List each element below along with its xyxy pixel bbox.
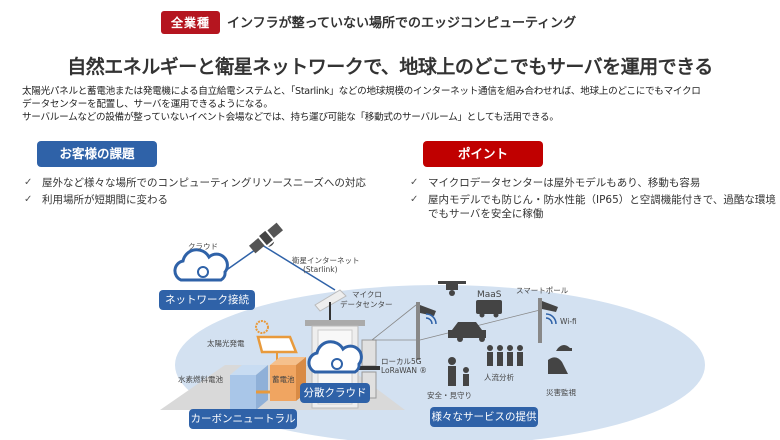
headline: 自然エネルギーと衛星ネットワークで、地球上のどこでもサーバを運用できる [67, 56, 713, 78]
description-line: サーバルームなどの設備が整っていないイベント会場などでは、持ち運び可能な「移動式… [22, 112, 559, 123]
disaster-icon [548, 345, 572, 374]
distributed-cloud-icon [307, 340, 363, 374]
industry-tag: 全業種 [161, 11, 221, 34]
challenges-list: ✓屋外など様々な場所でのコンピューティングリソースニーズへの対応 ✓利用場所が短… [22, 176, 392, 210]
drone-icon [438, 281, 466, 296]
smart-pole-icon [538, 298, 558, 343]
cloud-label: クラウド [188, 242, 218, 251]
car-icon [448, 322, 486, 342]
solar-label: 太陽光発電 [207, 339, 245, 348]
distributed-cloud-box: 分散クラウド [300, 383, 370, 403]
satellite-sublabel: (Starlink) [303, 265, 338, 274]
description-line: 太陽光パネルと蓄電池または発電機による自立給電システムと、「Starlink」な… [22, 86, 701, 97]
description: 太陽光パネルと蓄電池または発電機による自立給電システムと、「Starlink」な… [22, 85, 772, 124]
wifi-label: Wi-fi [560, 317, 577, 326]
point-item: ✓マイクロデータセンターは屋外モデルもあり、移動も容易 [410, 177, 701, 189]
check-icon: ✓ [24, 177, 33, 188]
safety-icon [448, 357, 469, 386]
challenges-label: お客様の課題 [37, 141, 157, 167]
people-flow-icon [487, 345, 523, 366]
check-icon: ✓ [24, 194, 33, 205]
challenge-item: ✓利用場所が短期間に変わる [24, 194, 168, 206]
network-connection-box: ネットワーク接続 [159, 290, 255, 310]
battery-icon [256, 357, 318, 401]
description-line: データセンターを配置し、サーバを運用できるようになる。 [22, 99, 273, 110]
challenge-item: ✓屋外など様々な場所でのコンピューティングリソースニーズへの対応 [24, 177, 366, 189]
services-box: 様々なサービスの提供 [430, 407, 538, 427]
solar-panel-icon [255, 320, 298, 362]
local5g-label: ローカル5G [381, 357, 422, 366]
fuel-cell-label: 水素燃料電池 [178, 375, 223, 384]
check-icon: ✓ [410, 194, 419, 205]
smart-pole-label: スマートポール [516, 286, 569, 295]
maas-label: MaaS [477, 290, 502, 300]
local5g-pole-icon [416, 302, 437, 360]
cloud-icon [173, 248, 229, 282]
points-list: ✓マイクロデータセンターは屋外モデルもあり、移動も容易 ✓屋内モデルでも防じん・… [408, 176, 778, 224]
people-flow-label: 人流分析 [484, 373, 514, 382]
micro-dc-sublabel: データセンター [340, 300, 393, 309]
fuel-cell-icon [230, 365, 268, 410]
page-subtitle: インフラが整っていない場所でのエッジコンピューティング [227, 16, 577, 31]
lorawan-label: LoRaWAN ® [381, 366, 427, 375]
disaster-label: 災害監視 [546, 388, 576, 397]
satellite-icon [248, 222, 284, 254]
safety-label: 安全・見守り [427, 391, 472, 400]
points-label: ポイント [423, 141, 543, 167]
satellite-dish-icon [314, 289, 347, 322]
bus-icon [476, 300, 502, 318]
check-icon: ✓ [410, 177, 419, 188]
point-item: ✓屋内モデルでも防じん・防水性能（IP65）と空調機能付きで、過酷な環境でもサー… [410, 194, 776, 220]
micro-dc-label: マイクロ [352, 290, 382, 299]
satellite-label: 衛星インターネット [292, 256, 360, 265]
battery-label: 蓄電池 [272, 375, 295, 384]
carbon-neutral-box: カーボンニュートラル [189, 409, 297, 429]
